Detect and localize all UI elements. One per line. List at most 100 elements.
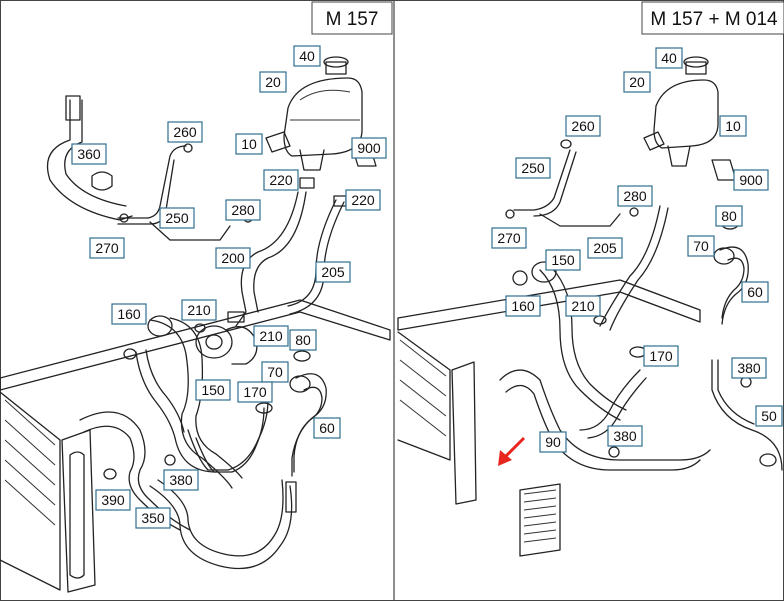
callout-40: 40 xyxy=(293,45,321,67)
hose-60-right xyxy=(713,218,749,325)
callout-210: 210 xyxy=(565,295,601,317)
callout-label: 170 xyxy=(243,384,267,400)
callout-label: 80 xyxy=(721,208,737,224)
hose-170-left xyxy=(135,349,269,473)
callout-box xyxy=(515,157,551,179)
callout-label: 20 xyxy=(265,74,281,90)
callout-box xyxy=(159,207,195,229)
callout-box xyxy=(293,45,321,67)
callout-box xyxy=(733,169,769,191)
callout-box xyxy=(225,199,261,221)
callout-label: 220 xyxy=(269,172,293,188)
callout-label: 150 xyxy=(201,382,225,398)
callout-900: 900 xyxy=(733,169,769,191)
callout-390: 390 xyxy=(95,489,131,511)
callout-170: 170 xyxy=(237,381,273,403)
callout-160: 160 xyxy=(111,303,147,325)
callout-label: 390 xyxy=(101,492,125,508)
hose-150-right xyxy=(531,261,627,421)
callout-label: 50 xyxy=(761,408,777,424)
callout-box xyxy=(163,469,199,491)
callout-200: 200 xyxy=(215,247,251,269)
callout-label: 210 xyxy=(571,298,595,314)
callout-label: 380 xyxy=(169,472,193,488)
callout-350: 350 xyxy=(135,507,171,529)
callout-label: 380 xyxy=(613,428,637,444)
callout-60: 60 xyxy=(741,281,769,303)
callout-label: 210 xyxy=(259,328,283,344)
callout-label: 260 xyxy=(571,118,595,134)
callout-box xyxy=(565,115,601,137)
hose-90-right xyxy=(499,369,711,471)
callout-label: 90 xyxy=(545,434,561,450)
callout-160: 160 xyxy=(505,295,541,317)
callout-90: 90 xyxy=(539,431,567,453)
hose-205 xyxy=(287,199,345,315)
callout-210: 210 xyxy=(181,299,217,321)
callout-box xyxy=(545,249,581,271)
callout-box xyxy=(351,137,387,159)
callout-box xyxy=(95,489,131,511)
red-arrow-icon xyxy=(498,436,526,466)
hose-205-right xyxy=(599,205,669,331)
expansion-tank-left xyxy=(265,56,363,171)
callout-box xyxy=(505,295,541,317)
callout-260: 260 xyxy=(167,121,203,143)
callout-150: 150 xyxy=(545,249,581,271)
callout-label: 150 xyxy=(551,252,575,268)
callout-label: 280 xyxy=(231,202,255,218)
callout-box xyxy=(111,303,147,325)
callout-260: 260 xyxy=(565,115,601,137)
callout-label: 40 xyxy=(299,48,315,64)
callout-label: 350 xyxy=(141,510,165,526)
panel-left-title-text: M 157 xyxy=(326,9,379,30)
callout-box xyxy=(315,261,351,283)
callout-220: 220 xyxy=(345,189,381,211)
callout-box xyxy=(655,47,683,69)
callout-box xyxy=(135,507,171,529)
callout-label: 70 xyxy=(267,364,283,380)
callout-280: 280 xyxy=(617,185,653,207)
hose-50-right xyxy=(711,359,783,471)
callout-205: 205 xyxy=(315,261,351,283)
callout-box xyxy=(715,205,743,227)
callout-220: 220 xyxy=(263,169,299,191)
callout-box xyxy=(623,71,651,93)
callout-210: 210 xyxy=(253,325,289,347)
callout-label: 220 xyxy=(351,192,375,208)
hose-60-left xyxy=(289,373,327,477)
callout-label: 250 xyxy=(521,160,545,176)
callout-50: 50 xyxy=(755,405,783,427)
callout-box xyxy=(719,115,747,137)
callout-box xyxy=(215,247,251,269)
callout-80: 80 xyxy=(715,205,743,227)
hose-170-right xyxy=(579,346,647,439)
callout-label: 80 xyxy=(295,332,311,348)
callout-box xyxy=(253,325,289,347)
callout-label: 160 xyxy=(117,306,141,322)
callout-label: 280 xyxy=(623,188,647,204)
callout-80: 80 xyxy=(289,329,317,351)
callout-box xyxy=(607,425,643,447)
callout-box xyxy=(263,169,299,191)
panel-left: M 157 xyxy=(0,1,393,593)
callout-label: 270 xyxy=(497,230,521,246)
callout-box xyxy=(491,227,527,249)
callout-label: 360 xyxy=(77,146,101,162)
radiator-left xyxy=(0,299,391,593)
callout-380: 380 xyxy=(731,357,767,379)
callout-380: 380 xyxy=(607,425,643,447)
callout-20: 20 xyxy=(259,71,287,93)
hose-350 xyxy=(149,479,297,570)
callout-label: 170 xyxy=(649,348,673,364)
callout-box xyxy=(259,71,287,93)
callout-label: 10 xyxy=(725,118,741,134)
callout-label: 200 xyxy=(221,250,245,266)
panel-right-title-text: M 157 + M 014 xyxy=(650,9,778,30)
callout-label: 900 xyxy=(739,172,763,188)
callouts: 40 20 10 900 260 220 220 200 205 360 250 280 270 160 2… xyxy=(71,45,783,529)
callout-box xyxy=(587,237,623,259)
callout-box xyxy=(539,431,567,453)
callout-10: 10 xyxy=(235,133,263,155)
callout-70: 70 xyxy=(687,235,715,257)
